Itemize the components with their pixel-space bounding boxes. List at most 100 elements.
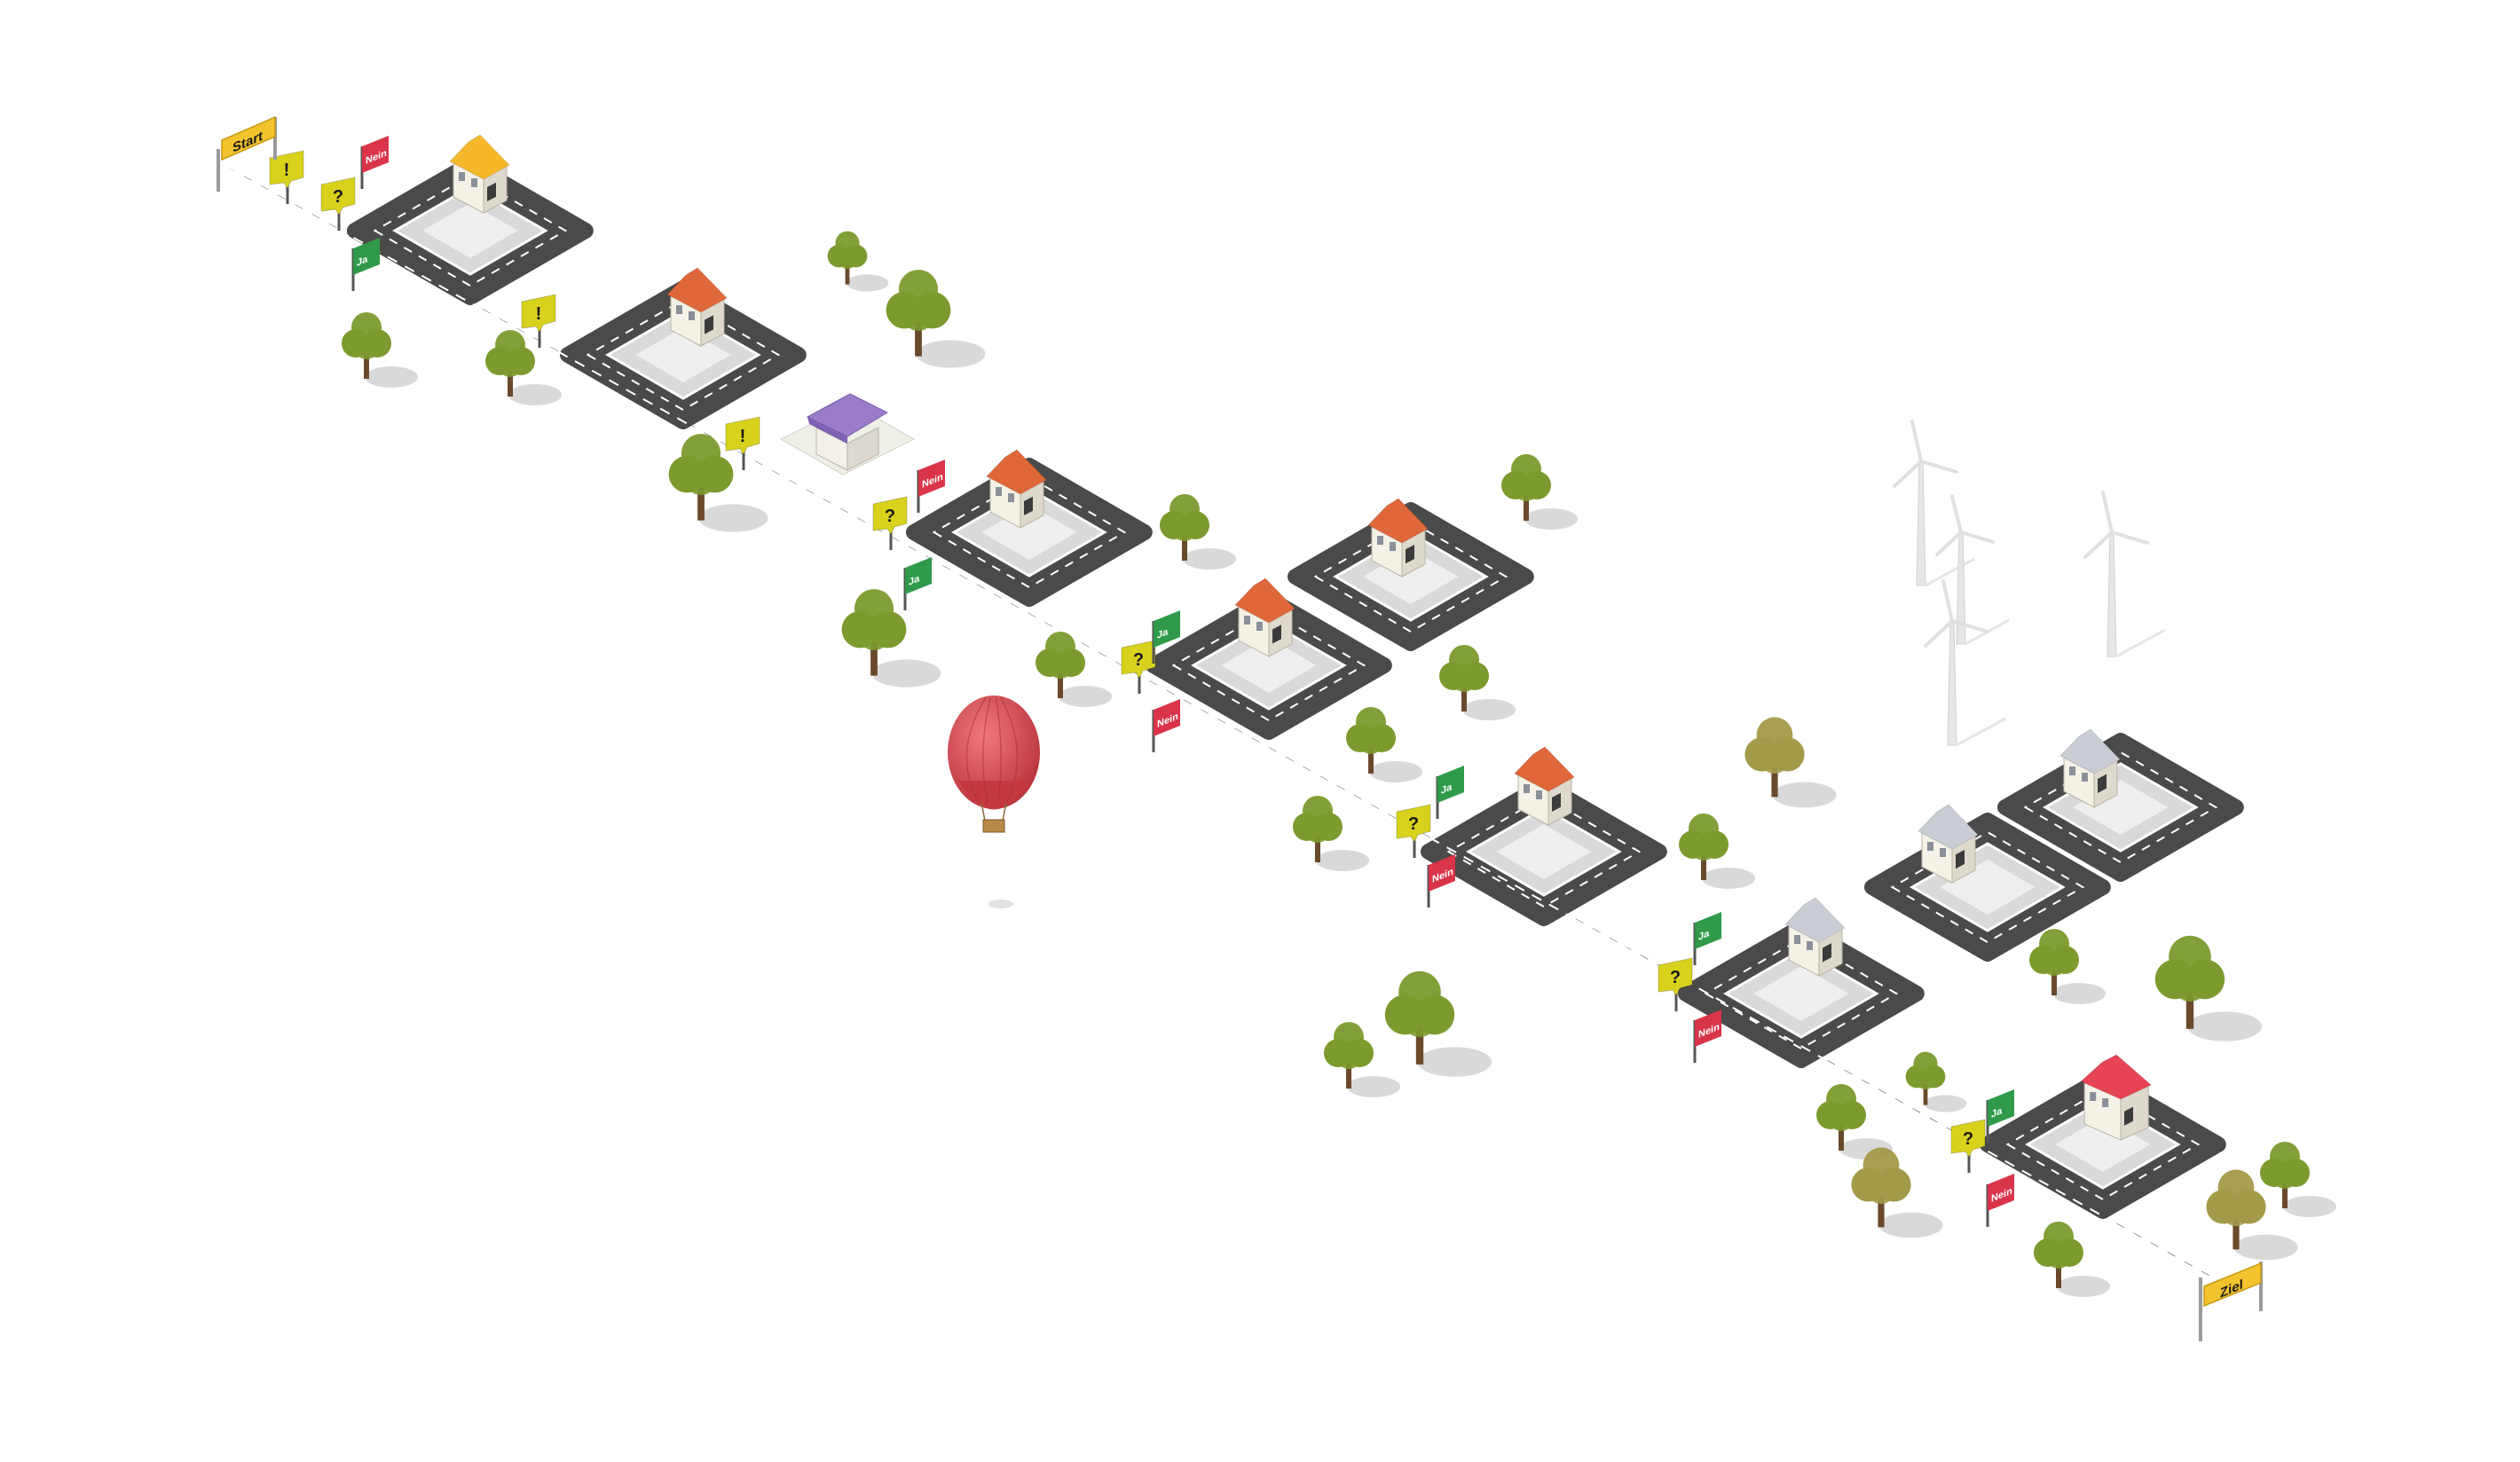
house-window (1008, 493, 1014, 502)
tree-foliage (1398, 971, 1441, 1014)
tree-icon (1439, 645, 1489, 711)
loop-lane-marking (1446, 795, 1642, 908)
house-window (1927, 842, 1933, 851)
ja-flag-icon: Ja (1436, 766, 1464, 819)
nein-flag-icon: Nein (360, 136, 389, 189)
house-lot-inner (1496, 824, 1592, 879)
turbine-blade (1935, 531, 1963, 557)
house-window (1524, 784, 1530, 793)
tree-trunk (1771, 763, 1778, 798)
turbine-shadow-line (2115, 628, 2166, 658)
house-lot-inner (981, 505, 1077, 560)
hot-air-balloon-icon (948, 696, 1040, 908)
tree-foliage (854, 589, 894, 629)
turbine-tower (1947, 620, 1957, 746)
tree-trunk (2282, 1180, 2288, 1208)
house-window (2090, 1092, 2097, 1101)
sign-board (1950, 1119, 1986, 1158)
loop-lane-marking (2005, 1088, 2201, 1201)
house-roof-side (1950, 806, 1978, 849)
house-roof-side (699, 270, 727, 312)
tree-shadow (1059, 686, 1112, 707)
tree-shadow (365, 366, 418, 388)
pavilion-roof-edge (807, 417, 847, 444)
turbine-blade (2101, 491, 2114, 534)
tree-foliage (1336, 1044, 1361, 1069)
tree-shadow (846, 274, 889, 292)
nein-flag-icon: Nein (917, 460, 945, 513)
tree-icon (485, 330, 535, 397)
house-window (1244, 616, 1250, 625)
tree-foliage (1452, 667, 1477, 692)
tree-foliage (354, 334, 379, 359)
tree-shadow (1183, 548, 1236, 570)
sign-symbol: ? (1963, 1129, 1973, 1149)
turbine-blade (1941, 579, 1954, 623)
ja-flag-icon: Ja (903, 557, 932, 610)
house-lot-inner (1221, 638, 1317, 693)
tree-trunk (1461, 683, 1467, 711)
tree-foliage (351, 312, 382, 342)
sign-symbol: ! (740, 427, 746, 446)
tree-trunk (1346, 1060, 1351, 1089)
house-door (487, 182, 496, 202)
tree-foliage (1514, 476, 1539, 501)
loop-lane-marking (932, 476, 1127, 589)
pavilion-house-icon (779, 393, 916, 476)
house-door (1272, 625, 1281, 644)
wind-turbines-layer (1893, 420, 2166, 747)
exclamation-sign-icon: ! (725, 416, 760, 470)
house-icon (449, 134, 510, 214)
turbine-shadow-line (1956, 717, 2006, 747)
tree-icon (342, 312, 391, 379)
loop-lane-marking (1704, 937, 1899, 1050)
flag-cloth (1429, 854, 1455, 892)
balloon-stripe (1000, 696, 1019, 804)
tree-foliage (2039, 929, 2069, 959)
balloon-rope (1002, 802, 1007, 821)
house-window (2082, 773, 2088, 782)
flag-label: Ja (909, 573, 920, 588)
tree-foliage (2172, 966, 2208, 1002)
nein-flag-icon: Nein (1427, 854, 1455, 908)
ja-flag-icon: Ja (1693, 912, 1721, 965)
loop-lane-marking (373, 174, 568, 287)
tree-foliage (898, 270, 939, 310)
flag-cloth (918, 460, 945, 497)
tree-icon (1851, 1147, 1911, 1228)
tree-shadow (508, 384, 562, 405)
tree-trunk (1923, 1082, 1928, 1105)
house-roof-side (2092, 731, 2120, 774)
lane-marking (574, 360, 1073, 639)
wind-turbine-icon (1935, 494, 2010, 646)
tree-foliage (1169, 494, 1200, 524)
sign-board (1396, 804, 1431, 843)
ja-flag-icon: Ja (351, 238, 380, 291)
house-window (1377, 536, 1383, 545)
tree-trunk (1415, 1025, 1424, 1065)
tree-foliage (1045, 632, 1075, 662)
tree-foliage (1356, 707, 1386, 737)
tree-trunk (2056, 1260, 2061, 1288)
pavilion-roof (806, 393, 889, 437)
tree-shadow (1347, 1076, 1400, 1097)
sign-board (269, 150, 304, 189)
flag-cloth (1437, 766, 1464, 803)
tree-shadow (698, 504, 768, 532)
tree-trunk (364, 350, 369, 379)
tree-foliage (495, 330, 525, 360)
tree-foliage (1334, 1022, 1364, 1052)
tree-shadow (1316, 850, 1369, 871)
tree-foliage (1303, 796, 1333, 826)
question-sign-icon: ? (872, 496, 908, 550)
house-window (689, 311, 695, 320)
tree-icon (1384, 971, 1455, 1065)
main-road-layer (224, 165, 2229, 1286)
house-icon (1367, 498, 1429, 578)
tree-icon (1816, 1084, 1866, 1151)
turbine-tower (1956, 531, 1966, 645)
flag-cloth (1988, 1089, 2014, 1127)
turbine-blade (1950, 619, 1989, 633)
flag-label: Ja (1157, 626, 1169, 641)
